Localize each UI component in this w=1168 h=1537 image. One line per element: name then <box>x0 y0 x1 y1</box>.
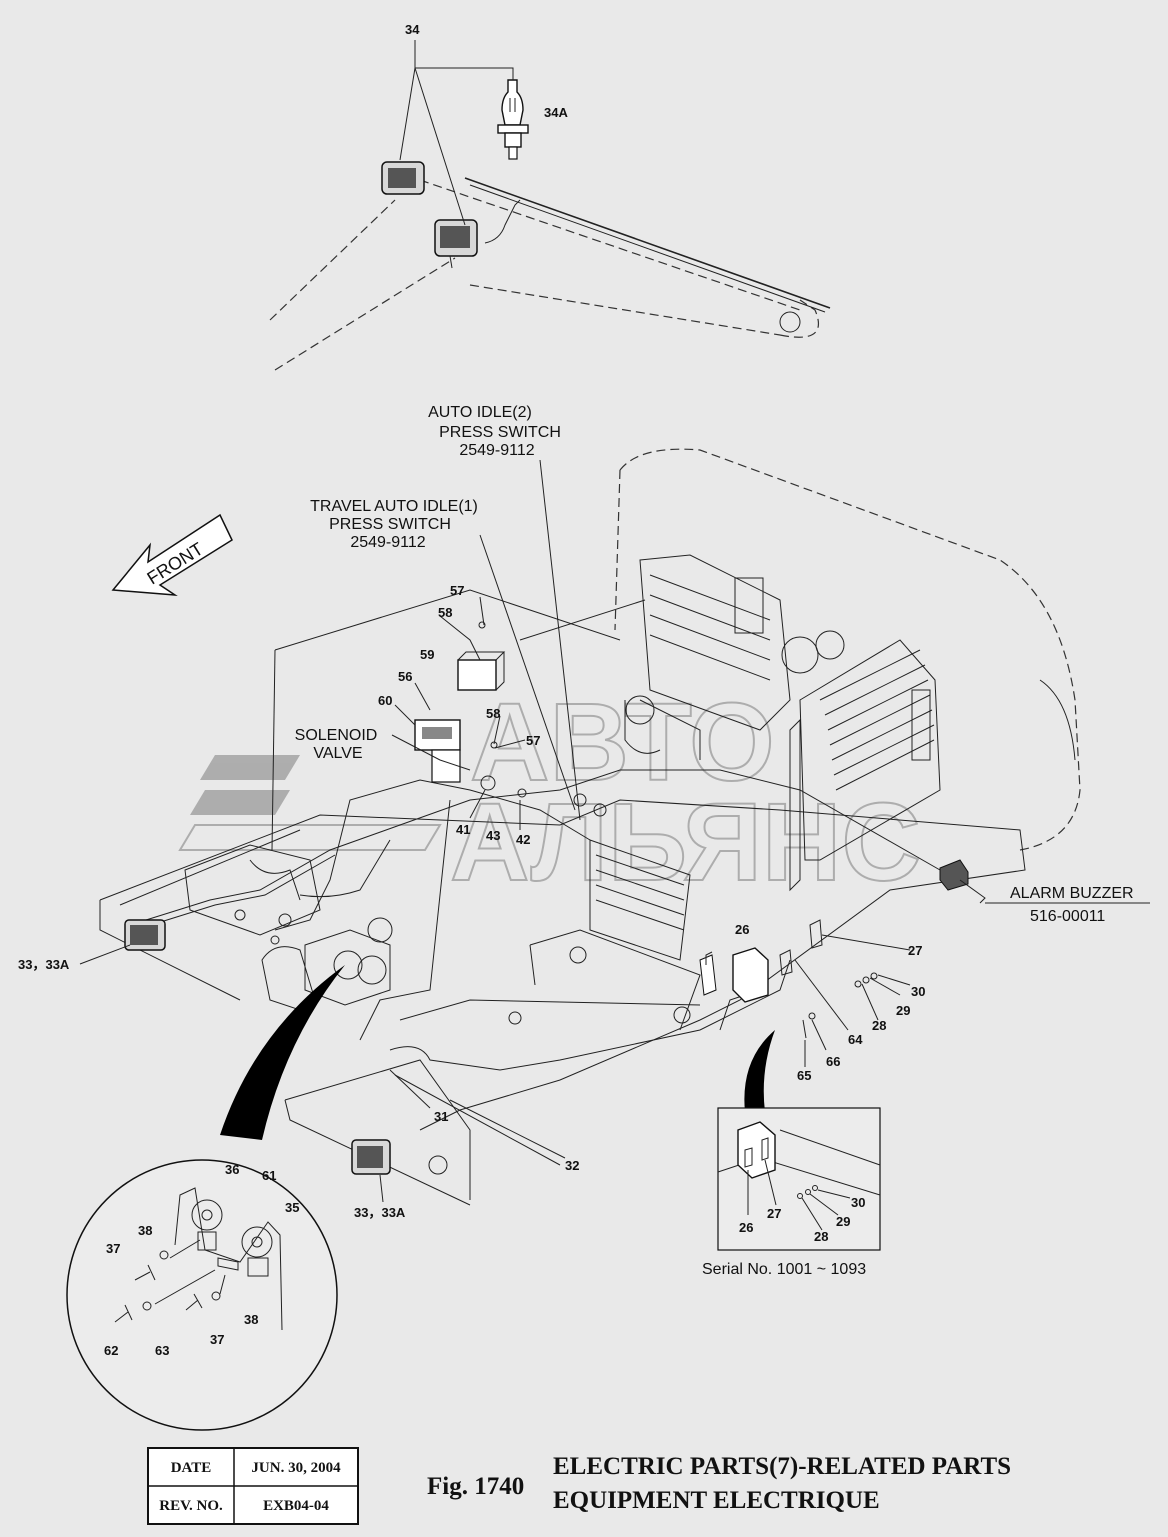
part-26: 26 <box>739 1220 753 1235</box>
part-30: 30 <box>911 984 925 999</box>
leader-34 <box>399 40 514 226</box>
part-65: 65 <box>797 1068 811 1083</box>
solenoid-valve-label: SOLENOID VALVE <box>295 727 378 762</box>
travel-auto-idle-1-label: TRAVEL AUTO IDLE(1) PRESS SWITCH 2549-91… <box>310 498 478 551</box>
svg-text:2549-9112: 2549-9112 <box>350 534 425 551</box>
date-label: DATE <box>171 1460 212 1476</box>
part-59: 59 <box>420 647 434 662</box>
part-57: 57 <box>526 733 540 748</box>
part-37: 37 <box>106 1241 120 1256</box>
auto-idle-2-label: AUTO IDLE(2) PRESS SWITCH 2549-9112 <box>428 404 561 459</box>
figure-title-fr: EQUIPMENT ELECTRIQUE <box>553 1487 880 1514</box>
part-62: 62 <box>104 1343 118 1358</box>
part-60: 60 <box>378 693 392 708</box>
part-56: 56 <box>398 669 412 684</box>
svg-text:516-00011: 516-00011 <box>1030 908 1105 925</box>
horn-detail-callout <box>66 965 345 1431</box>
front-arrow-icon: FRONT <box>111 513 233 596</box>
front-electrical-box <box>184 844 321 945</box>
date-value: JUN. 30, 2004 <box>251 1460 341 1476</box>
upper-structure <box>99 448 1081 1206</box>
svg-text:PRESS SWITCH: PRESS SWITCH <box>439 424 561 441</box>
svg-text:ALARM BUZZER: ALARM BUZZER <box>1010 885 1134 902</box>
rev-label: REV. NO. <box>159 1498 223 1514</box>
part-31: 31 <box>434 1109 448 1124</box>
part-57: 57 <box>450 583 464 598</box>
part-58: 58 <box>486 706 500 721</box>
part-64: 64 <box>848 1032 863 1047</box>
part-43: 43 <box>486 828 500 843</box>
part-63: 63 <box>155 1343 169 1358</box>
svg-text:АВТО: АВТО <box>470 681 775 804</box>
part-66: 66 <box>826 1054 840 1069</box>
serial-number-note: Serial No. 1001 ~ 1093 <box>702 1261 866 1278</box>
part-29: 29 <box>896 1003 910 1018</box>
work-lamp-icon <box>124 919 166 951</box>
halogen-bulb-icon <box>497 79 529 160</box>
alarm-buzzer-label: ALARM BUZZER 516-00011 <box>985 885 1150 925</box>
part-26: 26 <box>735 922 749 937</box>
svg-text:PRESS SWITCH: PRESS SWITCH <box>329 516 451 533</box>
svg-text:АЛЬЯНС: АЛЬЯНС <box>450 781 921 904</box>
part-38: 38 <box>244 1312 258 1327</box>
figure-number: Fig. 1740 <box>427 1473 524 1500</box>
svg-text:AUTO IDLE(2): AUTO IDLE(2) <box>428 404 532 421</box>
engine-block <box>624 554 845 760</box>
radiator <box>789 639 941 892</box>
part-29: 29 <box>836 1214 850 1229</box>
part-34a: 34A <box>544 105 568 120</box>
svg-text:SOLENOID: SOLENOID <box>295 727 378 744</box>
work-lamp-icon <box>351 1139 391 1175</box>
horn-bracket <box>261 929 391 1011</box>
title-block: DATE JUN. 30, 2004 REV. NO. EXB04-04 <box>147 1447 359 1525</box>
boom-assembly <box>269 177 831 371</box>
part-61: 61 <box>262 1168 276 1183</box>
part-28: 28 <box>814 1229 828 1244</box>
work-lamp-icon <box>381 161 425 195</box>
leader-lines <box>79 459 986 1203</box>
serial-detail-callout <box>717 1030 881 1251</box>
solenoid-valve-assembly <box>414 621 607 817</box>
part-30: 30 <box>851 1195 865 1210</box>
svg-text:VALVE: VALVE <box>313 745 362 762</box>
part-33-33a: 33，33A <box>18 957 70 972</box>
part-33-33a: 33，33A <box>354 1205 406 1220</box>
part-38: 38 <box>138 1223 152 1238</box>
part-37: 37 <box>210 1332 224 1347</box>
part-27: 27 <box>908 943 922 958</box>
part-42: 42 <box>516 832 530 847</box>
figure-title-en: ELECTRIC PARTS(7)-RELATED PARTS <box>553 1453 1011 1480</box>
part-28: 28 <box>872 1018 886 1033</box>
part-32: 32 <box>565 1158 579 1173</box>
part-35: 35 <box>285 1200 299 1215</box>
part-36: 36 <box>225 1162 239 1177</box>
rev-value: EXB04-04 <box>263 1498 329 1514</box>
work-lamp-icon <box>434 219 478 269</box>
part-27: 27 <box>767 1206 781 1221</box>
alarm-unit <box>699 919 878 1039</box>
svg-text:2549-9112: 2549-9112 <box>459 442 534 459</box>
svg-text:TRAVEL AUTO IDLE(1): TRAVEL AUTO IDLE(1) <box>310 498 478 515</box>
alarm-buzzer-icon <box>939 859 969 891</box>
part-41: 41 <box>456 822 470 837</box>
watermark: АВТО АЛЬЯНС <box>178 680 922 905</box>
part-34: 34 <box>405 22 420 37</box>
part-58: 58 <box>438 605 452 620</box>
